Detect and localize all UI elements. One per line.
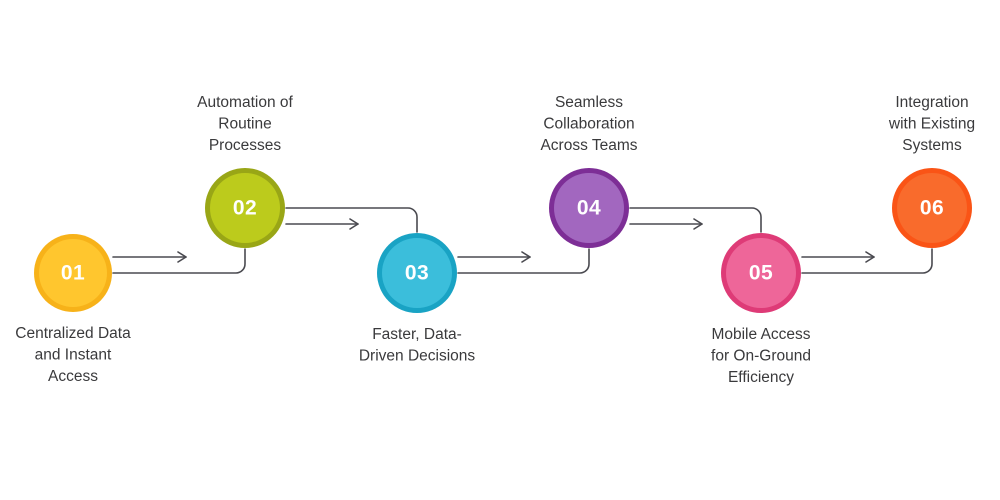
connector-arrow-head-icon [865, 251, 875, 263]
step-caption-line: for On-Ground [711, 348, 811, 365]
step-caption-line: Routine [218, 116, 271, 133]
step-number-label: 02 [233, 197, 257, 220]
step-node-03[interactable]: 03 [377, 233, 457, 313]
connector-05-to-06 [801, 248, 933, 274]
connector-arrow-head-icon [693, 218, 703, 230]
step-caption-line: Integration [895, 94, 968, 111]
connector-elbow-path [285, 207, 418, 233]
connectors-layer [112, 207, 933, 274]
step-caption-line: Centralized Data [15, 325, 131, 342]
step-caption-03: Faster, Data- Driven Decisions [359, 326, 476, 365]
step-node-04[interactable]: 04 [549, 168, 629, 248]
step-caption-line: Driven Decisions [359, 348, 476, 365]
connector-elbow-path [629, 207, 762, 233]
step-circle-fill [726, 238, 796, 308]
step-node-06[interactable]: 06 [892, 168, 972, 248]
step-caption-line: Systems [902, 137, 962, 154]
step-caption-line: Processes [209, 137, 282, 154]
step-caption-line: Across Teams [540, 137, 637, 154]
connector-elbow-path [112, 248, 246, 274]
step-caption-line: Seamless [555, 94, 623, 111]
step-caption-line: Efficiency [728, 369, 794, 386]
connector-02-to-03 [285, 207, 418, 233]
connector-arrow-head-icon [521, 251, 531, 263]
step-circle-fill [554, 173, 624, 243]
step-number-label: 05 [749, 262, 773, 285]
step-caption-line: Mobile Access [711, 326, 810, 343]
connector-arrow-head-icon [177, 251, 187, 263]
step-caption-line: Automation of [197, 94, 293, 111]
connector-arrow-head-icon [349, 218, 359, 230]
connector-elbow-path [801, 248, 933, 274]
step-caption-text: Faster, Data- Driven Decisions [359, 326, 476, 365]
step-circle-fill [210, 173, 280, 243]
connector-03-to-04 [457, 248, 590, 274]
step-number-label: 01 [61, 262, 85, 285]
step-circle-fill [897, 173, 967, 243]
step-number-label: 03 [405, 262, 429, 285]
step-caption-line: Access [48, 368, 98, 385]
step-caption-line: with Existing [888, 116, 975, 133]
step-circle-fill [39, 239, 107, 307]
connector-04-to-05 [629, 207, 762, 233]
step-circle-fill [382, 238, 452, 308]
step-nodes-layer: 01 02 03 04 05 06 [34, 168, 972, 313]
connector-elbow-path [457, 248, 590, 274]
step-number-label: 06 [920, 197, 944, 220]
step-node-05[interactable]: 05 [721, 233, 801, 313]
connector-01-to-02 [112, 248, 246, 274]
step-caption-line: Faster, Data- [372, 326, 462, 343]
step-number-label: 04 [577, 197, 601, 220]
step-caption-line: and Instant [35, 347, 112, 364]
step-node-02[interactable]: 02 [205, 168, 285, 248]
step-caption-line: Collaboration [543, 116, 634, 133]
step-node-01[interactable]: 01 [34, 234, 112, 312]
